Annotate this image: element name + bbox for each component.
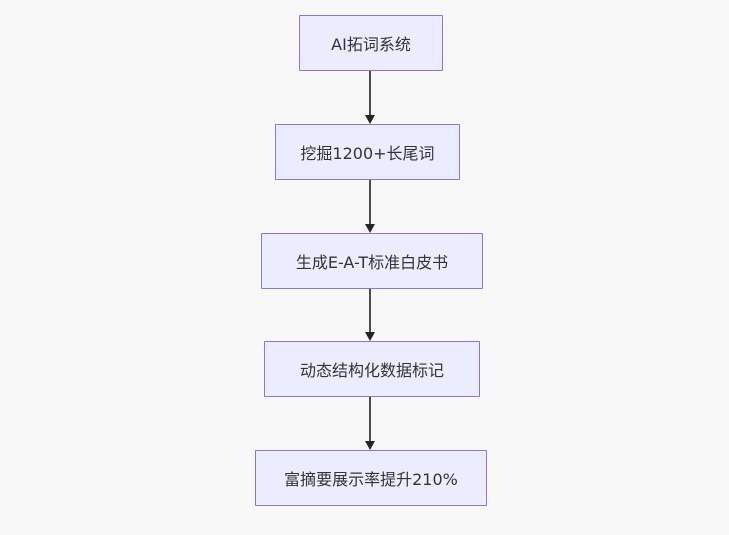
arrowhead-down-icon xyxy=(365,332,375,341)
flowchart-node-rich-snippet-result: 富摘要展示率提升210% xyxy=(255,450,487,506)
edge-line xyxy=(369,397,371,442)
edge-line xyxy=(369,180,371,225)
edge-line xyxy=(369,289,371,333)
node-label: 挖掘1200+长尾词 xyxy=(300,144,435,163)
flowchart-node-eat-whitepaper: 生成E-A-T标准白皮书 xyxy=(261,233,483,289)
node-label: 生成E-A-T标准白皮书 xyxy=(295,253,449,272)
flowchart-node-longtail-keywords: 挖掘1200+长尾词 xyxy=(275,124,460,180)
flowchart-node-structured-data: 动态结构化数据标记 xyxy=(264,341,480,397)
flowchart-node-ai-system: AI拓词系统 xyxy=(299,15,443,71)
edge-line xyxy=(369,71,371,116)
arrowhead-down-icon xyxy=(365,441,375,450)
node-label: 动态结构化数据标记 xyxy=(299,361,444,380)
arrowhead-down-icon xyxy=(365,115,375,124)
node-label: AI拓词系统 xyxy=(331,35,411,54)
node-label: 富摘要展示率提升210% xyxy=(284,470,458,489)
arrowhead-down-icon xyxy=(365,224,375,233)
